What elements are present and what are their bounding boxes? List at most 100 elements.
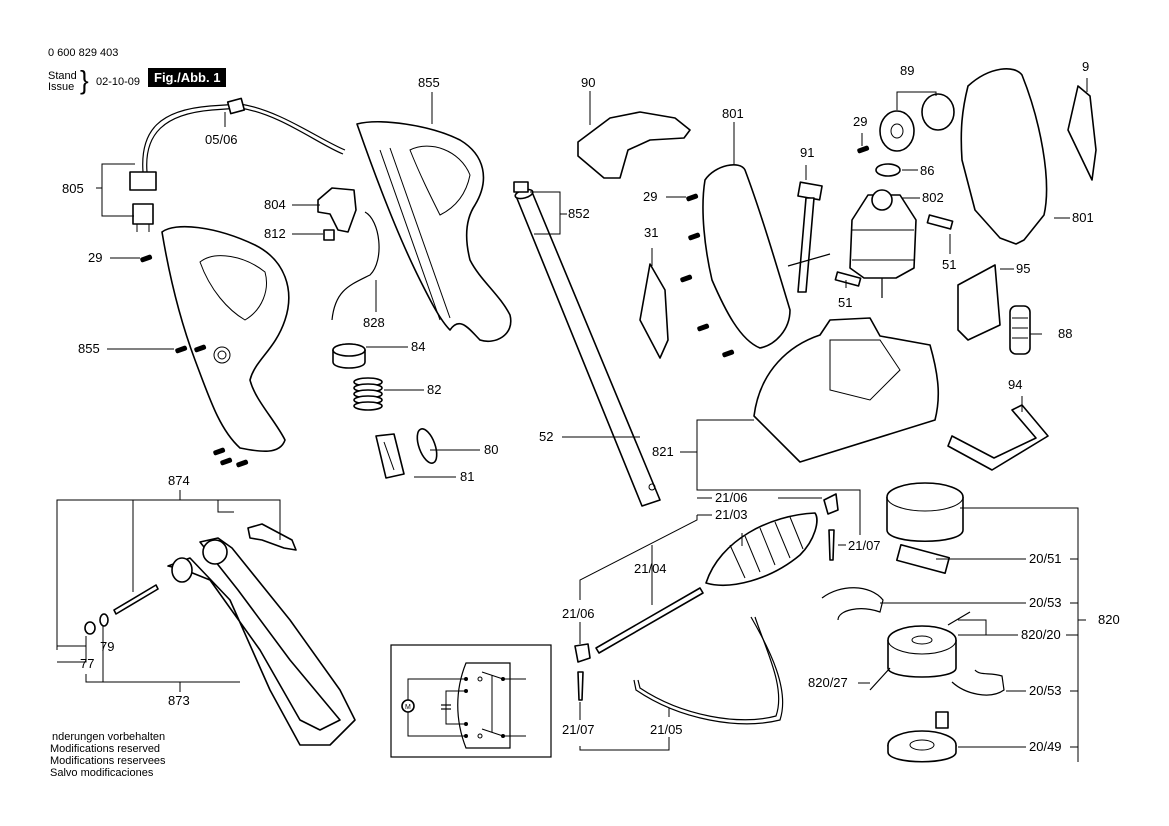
footer-line-en: Modifications reserved xyxy=(50,743,161,755)
brush-part xyxy=(834,271,862,287)
air-guide-part xyxy=(957,264,1001,341)
leader-lines xyxy=(56,78,1088,762)
callout-855: 855 xyxy=(78,341,100,356)
callout-855: 855 xyxy=(418,75,440,90)
issue-label: Issue xyxy=(48,81,75,93)
callout-51: 51 xyxy=(942,257,957,272)
cover-plate-part xyxy=(639,263,669,359)
callout-51: 51 xyxy=(838,295,853,310)
bow-handle-part xyxy=(167,537,356,746)
rod-part xyxy=(595,587,704,654)
switch-lever-part xyxy=(787,181,831,293)
callout-812: 812 xyxy=(264,226,286,241)
callout-9: 9 xyxy=(1082,59,1090,74)
callout-21-06: 21/06 xyxy=(562,606,595,621)
spring-part xyxy=(353,377,383,411)
callout-90: 90 xyxy=(581,75,596,90)
pin-part xyxy=(113,584,159,615)
lock-housing-part xyxy=(375,433,405,479)
callout-20-53: 20/53 xyxy=(1029,683,1062,698)
footer-line-fr: Modifications reservees xyxy=(50,755,166,767)
motor-symbol-label: M xyxy=(405,704,411,711)
capacitor-part xyxy=(323,229,335,241)
wiring-schematic: M xyxy=(390,644,552,758)
callout-77: 77 xyxy=(80,656,95,671)
callout-21-04: 21/04 xyxy=(634,561,667,576)
clamp-lever-part xyxy=(247,523,297,551)
shaft-tube-part xyxy=(514,188,661,507)
spring-clip-part xyxy=(821,587,884,621)
callout-84: 84 xyxy=(411,339,426,354)
lock-button-part xyxy=(416,428,438,464)
wire-guide-part xyxy=(633,616,784,725)
callout-80: 80 xyxy=(484,442,499,457)
callout-89: 89 xyxy=(900,63,915,78)
stand-label: Stand xyxy=(48,70,77,82)
bearing-ring-part xyxy=(875,163,901,177)
document-number: 0 600 829 403 xyxy=(48,47,119,59)
washer-part xyxy=(99,613,109,627)
power-cable-part xyxy=(142,97,346,173)
callout-52: 52 xyxy=(539,429,554,444)
callout-801: 801 xyxy=(722,106,744,121)
callout-79: 79 xyxy=(100,639,115,654)
figure-badge: Fig./Abb. 1 xyxy=(148,68,227,87)
handle-half-left-part xyxy=(161,225,290,452)
callout-86: 86 xyxy=(920,163,935,178)
callout-21-05: 21/05 xyxy=(650,722,683,737)
screws-group xyxy=(140,145,870,468)
plug-part xyxy=(129,171,157,232)
internal-cable-part xyxy=(331,211,380,321)
handle-half-right-part xyxy=(356,121,512,342)
callout-20-53: 20/53 xyxy=(1029,595,1062,610)
bellows-part xyxy=(705,512,818,586)
motor-housing-right-part xyxy=(960,68,1048,245)
tube-cap-part xyxy=(513,181,529,193)
callout-88: 88 xyxy=(1058,326,1073,341)
callout-21-07: 21/07 xyxy=(562,722,595,737)
clip-part xyxy=(895,544,951,574)
spring-clip-part xyxy=(951,669,1005,696)
gasket-part xyxy=(1067,85,1097,181)
callout-21-03: 21/03 xyxy=(715,507,748,522)
screw-part xyxy=(828,529,835,561)
callout-29: 29 xyxy=(88,250,103,265)
sleeve-part xyxy=(332,343,366,369)
callout-820-27: 820/27 xyxy=(808,675,848,690)
callout-94: 94 xyxy=(1008,377,1023,392)
callout-91: 91 xyxy=(800,145,815,160)
spool-part xyxy=(887,625,957,678)
callout-802: 802 xyxy=(922,190,944,205)
callout-29: 29 xyxy=(853,114,868,129)
motor-housing-left-part xyxy=(702,164,791,349)
callout-29: 29 xyxy=(643,189,658,204)
motor-part xyxy=(849,189,917,298)
spool-cap-part xyxy=(887,711,957,763)
callout-821: 821 xyxy=(652,444,674,459)
wire-guide-part xyxy=(637,616,780,721)
footer-line-es: Salvo modificaciones xyxy=(50,767,154,779)
callout-21-06: 21/06 xyxy=(715,490,748,505)
callout-820-20: 820/20 xyxy=(1021,627,1061,642)
callout-20-51: 20/51 xyxy=(1029,551,1062,566)
spool-cover-part xyxy=(886,482,964,542)
callout-81: 81 xyxy=(460,469,475,484)
callout-805: 805 xyxy=(62,181,84,196)
cutting-line-part xyxy=(869,667,891,691)
suppressor-part xyxy=(1009,305,1031,355)
footer-line-de: nderungen vorbehalten xyxy=(52,731,166,743)
callout-828: 828 xyxy=(363,315,385,330)
auxiliary-handle-part xyxy=(947,404,1049,471)
callout-820: 820 xyxy=(1098,612,1120,627)
fan-wheels-part xyxy=(879,93,955,152)
callout-873: 873 xyxy=(168,693,190,708)
callout-05-06: 05/06 xyxy=(205,132,238,147)
cover-cap-part xyxy=(577,111,691,179)
guard-part xyxy=(753,317,940,463)
callout-874: 874 xyxy=(168,473,190,488)
screw-part xyxy=(577,671,584,701)
callout-21-07: 21/07 xyxy=(848,538,881,553)
brace-icon: } xyxy=(80,65,89,95)
issue-date: 02-10-09 xyxy=(96,76,141,88)
